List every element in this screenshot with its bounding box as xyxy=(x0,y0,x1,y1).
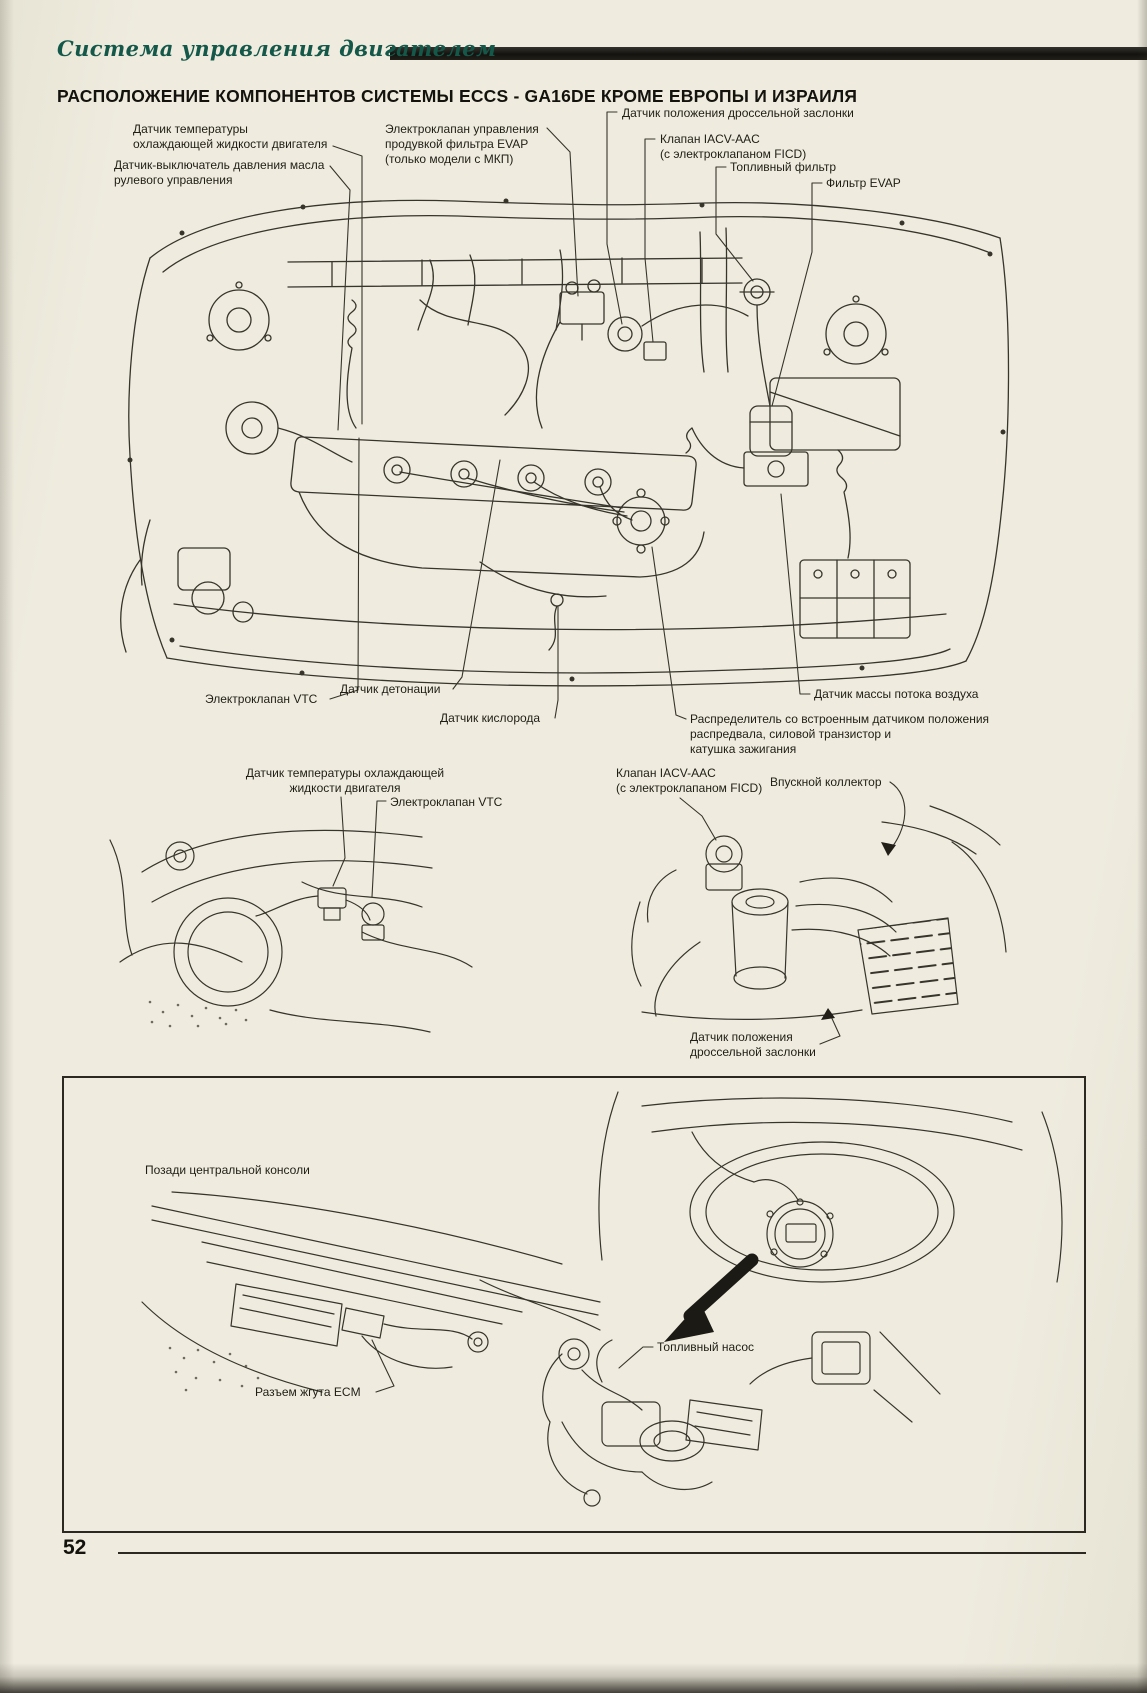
callout-evap-filter: Фильтр EVAP xyxy=(826,176,901,190)
callout-mass-airflow-sensor: Датчик массы потока воздуха xyxy=(814,687,979,701)
callout-coolant-temp-sensor: Датчик температуры охлаждающей жидкости … xyxy=(133,122,328,151)
callout-vtc-solenoid: Электроклапан VTC xyxy=(205,692,318,706)
throttle-body-closeup-diagram xyxy=(631,781,1007,1045)
callout-detail-vtc-solenoid: Электроклапан VTC xyxy=(390,795,503,809)
bolt-dots xyxy=(127,198,1006,682)
callout-fuel-pump: Топливный насос xyxy=(657,1340,755,1354)
callout-leader-lines-main xyxy=(329,111,823,720)
ecm-location-diagram xyxy=(141,1191,601,1393)
page-number: 52 xyxy=(63,1536,87,1559)
scan-shadow-right xyxy=(1137,0,1147,1693)
callout-distributor: Распределитель со встроенным датчиком по… xyxy=(690,712,990,756)
callout-throttle-position-sensor: Датчик положения дроссельной заслонки xyxy=(622,106,854,120)
callout-oxygen-sensor: Датчик кислорода xyxy=(440,711,541,725)
engine-closeup-left-diagram xyxy=(109,796,473,1033)
engine-bay-diagram xyxy=(120,198,1010,687)
callout-detail-coolant-temp-sensor: Датчик температуры охлаждающей жидкости … xyxy=(245,766,445,795)
callout-evap-purge-solenoid: Электроклапан управления продувкой фильт… xyxy=(385,122,539,166)
footer-rule xyxy=(118,1552,1086,1554)
callout-iacv-aac-valve: Клапан IACV-AAC (с электроклапаном FICD) xyxy=(660,132,807,161)
callout-oil-pressure-switch: Датчик-выключатель давления масла рулево… xyxy=(114,158,325,187)
bottom-panel-frame xyxy=(62,1076,1086,1533)
callout-detail-throttle-position-sensor: Датчик положения дроссельной заслонки xyxy=(690,1030,816,1059)
chapter-header: Система управления двигателем xyxy=(57,36,497,61)
callout-knock-sensor: Датчик детонации xyxy=(340,682,441,696)
scan-shadow-left xyxy=(0,0,14,1693)
fuel-pump-location-diagram xyxy=(542,1091,1063,1507)
callout-detail-iacv-aac-valve: Клапан IACV-AAC (с электроклапаном FICD) xyxy=(616,766,763,795)
callout-ecm-harness-connector: Разъем жгута ECM xyxy=(255,1385,361,1399)
section-title: РАСПОЛОЖЕНИЕ КОМПОНЕНТОВ СИСТЕМЫ ECCS - … xyxy=(57,86,858,106)
scan-shadow-bottom xyxy=(0,1663,1147,1693)
header-bar xyxy=(390,47,1147,60)
callout-intake-manifold: Впускной коллектор xyxy=(770,775,882,789)
caption-behind-console: Позади центральной консоли xyxy=(145,1163,310,1177)
callout-fuel-filter: Топливный фильтр xyxy=(730,160,836,174)
